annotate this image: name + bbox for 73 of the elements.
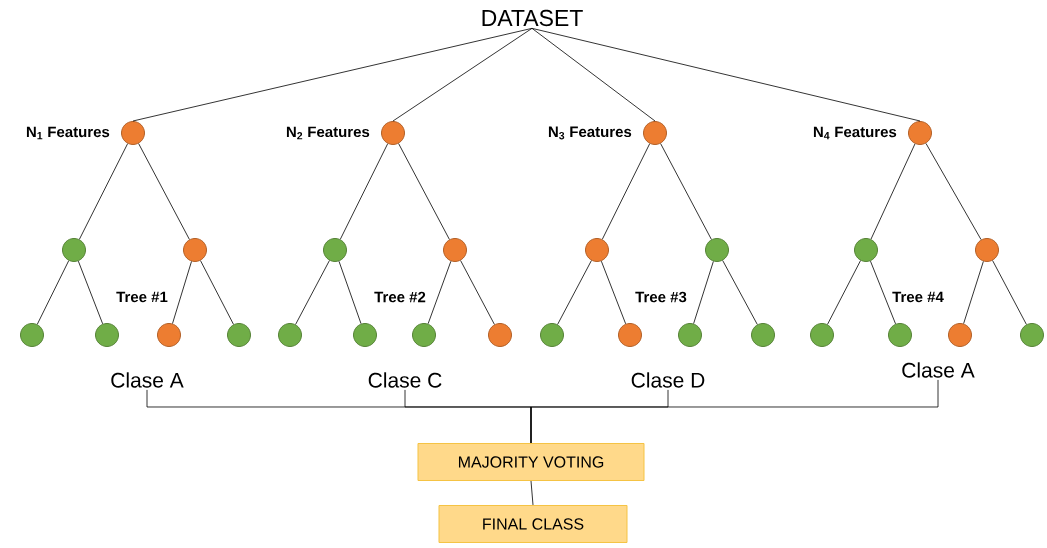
tree-label: Tree #2	[374, 291, 426, 303]
connector-line	[660, 143, 712, 240]
tree-label: Tree #1	[116, 291, 168, 303]
tree-node	[183, 238, 207, 262]
tree-node	[62, 238, 86, 262]
connector-line	[295, 260, 330, 325]
connector-line	[460, 260, 495, 325]
tree-node	[810, 323, 834, 347]
tree-node	[227, 323, 251, 347]
connector-line	[827, 260, 861, 325]
connector-line	[925, 143, 982, 240]
connector-line	[200, 260, 234, 325]
connector-line	[963, 261, 984, 324]
class-label: Clase C	[368, 372, 442, 388]
tree-node	[540, 323, 564, 347]
class-label: Clase A	[111, 372, 184, 388]
tree-node	[888, 323, 912, 347]
tree-node	[353, 323, 377, 347]
tree-node	[678, 323, 702, 347]
tree-node	[20, 323, 44, 347]
tree-node	[908, 121, 932, 145]
connector-line	[427, 260, 452, 325]
connector-line	[338, 260, 362, 325]
connector-line	[722, 260, 758, 325]
tree-node	[975, 238, 999, 262]
connector-line	[557, 260, 592, 325]
connector-line	[531, 27, 656, 122]
class-label: Clase D	[631, 372, 705, 388]
feature-label: N$_{2}$ Features	[286, 126, 370, 140]
tree-node	[412, 323, 436, 347]
tree-node	[854, 238, 878, 262]
tree-node	[488, 323, 512, 347]
tree-node	[95, 323, 119, 347]
process-box: MAJORITY VOTING	[417, 443, 645, 481]
connector-line	[601, 143, 651, 240]
tree-node	[121, 121, 145, 145]
process-box: FINAL CLASS	[438, 505, 628, 543]
connector-line	[132, 27, 533, 122]
connector-line	[77, 260, 104, 325]
connector-line	[992, 260, 1027, 325]
tree-node	[443, 238, 467, 262]
connector-line	[339, 143, 389, 240]
tree-node	[323, 238, 347, 262]
connector-line	[36, 260, 70, 325]
feature-label: N$_{1}$ Features	[26, 126, 110, 140]
connector-line	[870, 143, 916, 240]
tree-node	[278, 323, 302, 347]
tree-node	[585, 238, 609, 262]
connector-line	[398, 143, 450, 240]
feature-label: N$_{3}$ Features	[548, 126, 632, 140]
title-text: DATASET	[482, 9, 583, 27]
connector-line	[693, 261, 714, 324]
connector-line	[530, 480, 534, 506]
tree-node	[948, 323, 972, 347]
connector-line	[870, 260, 896, 325]
feature-label: N$_{4}$ Features	[813, 126, 897, 140]
tree-node	[751, 323, 775, 347]
class-label: Clase A	[902, 362, 975, 378]
tree-node	[157, 323, 181, 347]
connector-line	[531, 27, 921, 122]
connector-line	[172, 261, 192, 324]
connector-line	[138, 143, 190, 240]
tree-node	[1020, 323, 1044, 347]
connector-line	[79, 143, 128, 240]
connector-line	[600, 260, 627, 325]
tree-node	[618, 323, 642, 347]
connector-line	[392, 27, 533, 122]
tree-label: Tree #3	[635, 291, 687, 303]
tree-label: Tree #4	[892, 291, 944, 303]
tree-node	[705, 238, 729, 262]
tree-node	[381, 121, 405, 145]
tree-node	[643, 121, 667, 145]
connector-line	[530, 379, 939, 444]
